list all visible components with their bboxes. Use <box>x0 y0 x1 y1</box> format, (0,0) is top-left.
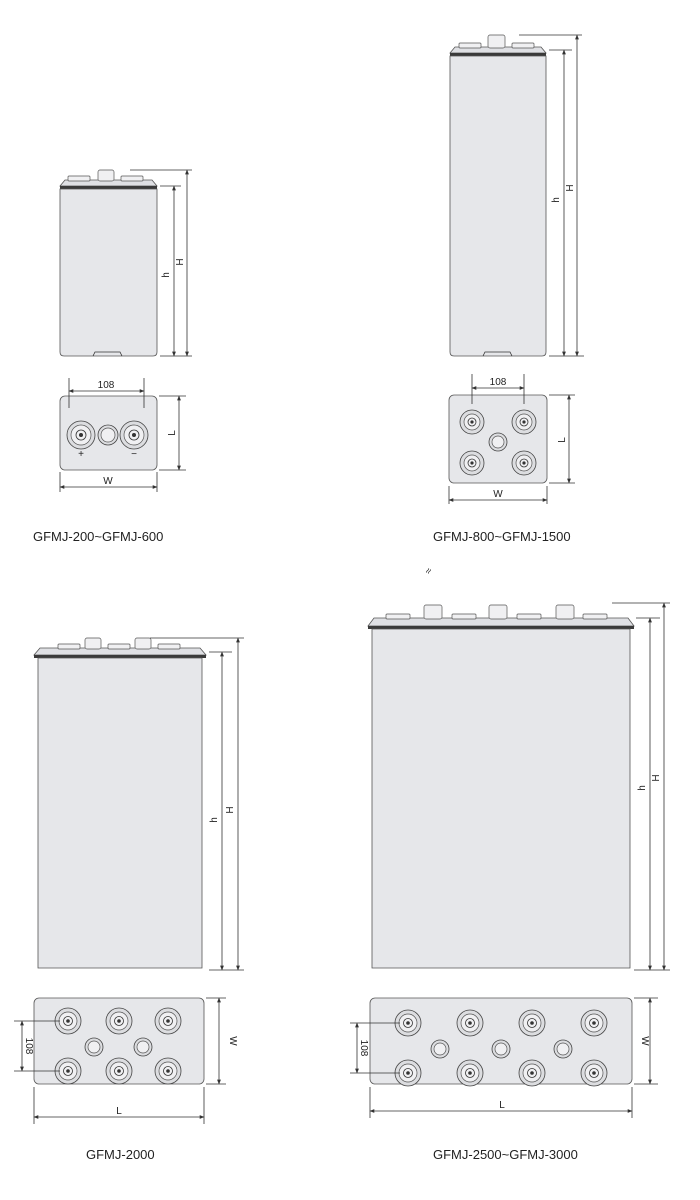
h-label: h <box>637 785 648 791</box>
top-view-gfmj-2500-3000: 108 W L GFMJ-2500~GFMJ-3000 <box>350 997 658 1162</box>
h-label: h <box>551 197 562 203</box>
plus-sign: + <box>78 449 84 460</box>
pitch-label: 108 <box>23 1038 34 1055</box>
L-label: L <box>167 430 178 436</box>
top-view-gfmj-200-600: 108 + − L W GFMJ-200~GFMJ-600 <box>33 378 186 544</box>
terminal-icon <box>580 1059 608 1087</box>
terminal-icon <box>459 450 485 476</box>
terminal-icon <box>105 1057 133 1085</box>
pitch-label: 108 <box>490 377 507 388</box>
terminal-icon <box>580 1009 608 1037</box>
minus-sign: − <box>131 449 137 460</box>
side-view-gfmj-800-1500: h H <box>449 34 584 357</box>
W-label: W <box>639 1036 650 1046</box>
H-label: H <box>225 806 236 813</box>
vent-icon <box>430 1039 450 1059</box>
H-label: H <box>175 258 186 265</box>
terminal-icon <box>105 1007 133 1035</box>
L-label: L <box>557 437 568 443</box>
terminal-icon <box>66 420 96 450</box>
terminal-icon <box>456 1009 484 1037</box>
terminal-icon <box>518 1009 546 1037</box>
model-caption: GFMJ-2500~GFMJ-3000 <box>433 1147 578 1162</box>
pitch-label: 108 <box>98 380 115 391</box>
W-label: W <box>103 476 113 487</box>
H-label: H <box>565 184 576 191</box>
W-label: W <box>493 489 503 500</box>
side-view-gfmj-2500-3000: h H <box>367 602 670 971</box>
vent-icon <box>97 424 119 446</box>
model-caption: GFMJ-800~GFMJ-1500 <box>433 529 571 544</box>
terminal-icon <box>54 1057 82 1085</box>
terminal-icon <box>511 409 537 435</box>
model-caption: GFMJ-200~GFMJ-600 <box>33 529 163 544</box>
h-label: h <box>161 272 172 278</box>
vent-icon <box>491 1039 511 1059</box>
h-label: h <box>209 817 220 823</box>
model-caption: GFMJ-2000 <box>86 1147 155 1162</box>
W-label: W <box>227 1036 238 1046</box>
H-label: H <box>651 774 662 781</box>
pitch-label: 108 <box>358 1040 369 1057</box>
terminal-icon <box>394 1009 422 1037</box>
top-view-gfmj-2000: 108 W L GFMJ-2000 <box>14 997 238 1162</box>
terminal-icon <box>456 1059 484 1087</box>
top-view-gfmj-800-1500: 108 L W GFMJ-800~GFMJ-1500 ≈ <box>423 374 575 577</box>
vent-icon <box>553 1039 573 1059</box>
L-label: L <box>499 1100 505 1111</box>
terminal-icon <box>459 409 485 435</box>
vent-icon <box>133 1037 153 1057</box>
terminal-icon <box>154 1057 182 1085</box>
terminal-icon <box>119 420 149 450</box>
side-view-gfmj-2000: h H <box>33 637 244 971</box>
terminal-icon <box>518 1059 546 1087</box>
terminal-icon <box>54 1007 82 1035</box>
stray-mark: ≈ <box>423 566 436 577</box>
vent-icon <box>488 432 508 452</box>
terminal-icon <box>154 1007 182 1035</box>
terminal-icon <box>511 450 537 476</box>
L-label: L <box>116 1106 122 1117</box>
vent-icon <box>84 1037 104 1057</box>
side-view-gfmj-200-600: h H <box>59 169 192 357</box>
